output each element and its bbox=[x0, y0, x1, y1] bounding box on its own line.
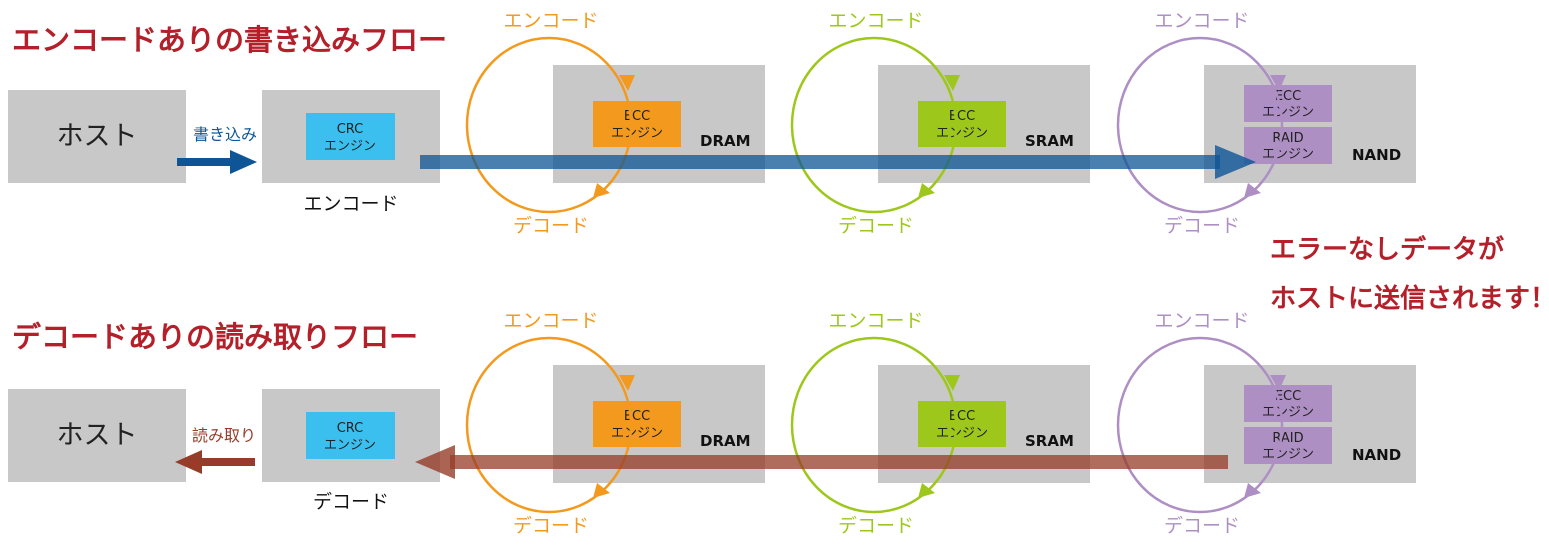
crc-engine bbox=[306, 113, 395, 160]
crc-caption: エンコード bbox=[303, 193, 398, 215]
crc-engine-label: CRC bbox=[337, 421, 364, 436]
host-box bbox=[8, 90, 186, 183]
read-flow: デコードありの読み取りフロー ホスト 読み取り CRC エンジン デコード bbox=[8, 320, 440, 513]
memory-label: SRAM bbox=[1025, 132, 1074, 150]
decode-label: デコード bbox=[1164, 515, 1240, 537]
ecc-engine bbox=[918, 101, 1006, 147]
write-arrow bbox=[177, 150, 257, 174]
engine-label: ECC bbox=[624, 409, 650, 424]
raid-engine bbox=[1244, 127, 1332, 164]
host-label: ホスト bbox=[57, 420, 138, 451]
write-main-arrow bbox=[420, 145, 1256, 179]
encode-label: エンコード bbox=[1154, 310, 1249, 332]
engine-label: ECC bbox=[949, 409, 975, 424]
engine-label: エンジン bbox=[1262, 147, 1314, 162]
write-flow-title: エンコードありの書き込みフロー bbox=[12, 23, 447, 57]
engine-label: ECC bbox=[624, 109, 650, 124]
decode-arrowhead-icon bbox=[1244, 183, 1261, 198]
encode-label: エンコード bbox=[503, 310, 598, 332]
read-stages: DRAMECCエンジンエンコードデコードSRAMECCエンジンエンコードデコード… bbox=[465, 310, 1416, 537]
ecc-cycle-circle bbox=[465, 36, 633, 214]
encode-label: エンコード bbox=[1154, 10, 1249, 32]
crc-engine-label: CRC bbox=[337, 122, 364, 137]
memory-label: DRAM bbox=[700, 132, 751, 150]
ecc-engine bbox=[918, 401, 1006, 447]
decode-label: デコード bbox=[513, 215, 589, 237]
memory-label: SRAM bbox=[1025, 432, 1074, 450]
memory-label: NAND bbox=[1352, 146, 1401, 164]
engine-label: ECC bbox=[949, 109, 975, 124]
host-box bbox=[8, 389, 186, 482]
memory-label: NAND bbox=[1352, 446, 1401, 464]
decode-arrowhead-icon bbox=[1244, 483, 1261, 498]
encode-arrowhead-icon bbox=[1270, 375, 1286, 391]
decode-arrowhead-icon bbox=[593, 483, 610, 498]
read-main-arrow bbox=[415, 445, 1228, 479]
read-flow-title: デコードありの読み取りフロー bbox=[12, 320, 418, 354]
engine-label: エンジン bbox=[1262, 405, 1314, 420]
encode-label: エンコード bbox=[503, 10, 598, 32]
write-stages: DRAMECCエンジンエンコードデコードSRAMECCエンジンエンコードデコード… bbox=[465, 10, 1416, 237]
encode-arrowhead-icon bbox=[619, 75, 635, 91]
engine-label: エンジン bbox=[611, 426, 663, 441]
memory-label: DRAM bbox=[700, 432, 751, 450]
write-arrow-label: 書き込み bbox=[193, 125, 257, 144]
decode-arrowhead-icon bbox=[918, 483, 935, 498]
ecc-cycle-circle bbox=[1116, 36, 1284, 214]
engine-label: ECC bbox=[1275, 89, 1301, 104]
engine-label: エンジン bbox=[936, 426, 988, 441]
encode-label: エンコード bbox=[828, 10, 923, 32]
crc-engine-label: エンジン bbox=[324, 438, 376, 453]
engine-label: エンジン bbox=[1262, 447, 1314, 462]
ecc-engine bbox=[593, 401, 681, 447]
decode-arrowhead-icon bbox=[918, 183, 935, 198]
crc-engine-label: エンジン bbox=[324, 139, 376, 154]
ecc-engine bbox=[1244, 85, 1332, 122]
ecc-cycle-circle bbox=[790, 336, 958, 514]
ecc-cycle-circle bbox=[465, 336, 633, 514]
decode-arrowhead-icon bbox=[593, 183, 610, 198]
encode-arrowhead-icon bbox=[1270, 75, 1286, 91]
host-label: ホスト bbox=[57, 121, 138, 152]
engine-label: ECC bbox=[1275, 389, 1301, 404]
write-flow: エンコードありの書き込みフロー ホスト 書き込み CRC エンジン エンコード bbox=[8, 23, 447, 215]
decode-label: デコード bbox=[1164, 215, 1240, 237]
decode-label: デコード bbox=[838, 515, 914, 537]
crc-engine bbox=[306, 412, 395, 459]
ecc-engine bbox=[1244, 385, 1332, 422]
engine-label: エンジン bbox=[936, 126, 988, 141]
encode-arrowhead-icon bbox=[944, 375, 960, 391]
decode-label: デコード bbox=[838, 215, 914, 237]
encode-arrowhead-icon bbox=[944, 75, 960, 91]
engine-label: RAID bbox=[1272, 431, 1303, 446]
callout-line1: エラーなしデータが bbox=[1270, 234, 1504, 265]
engine-label: エンジン bbox=[611, 126, 663, 141]
ecc-cycle-circle bbox=[790, 36, 958, 214]
encode-arrowhead-icon bbox=[619, 375, 635, 391]
encode-label: エンコード bbox=[828, 310, 923, 332]
raid-engine bbox=[1244, 427, 1332, 464]
ecc-engine bbox=[593, 101, 681, 147]
engine-label: RAID bbox=[1272, 131, 1303, 146]
ecc-cycle-circle bbox=[1116, 336, 1284, 514]
read-arrow bbox=[175, 450, 255, 474]
engine-label: エンジン bbox=[1262, 105, 1314, 120]
callout-line2: ホストに送信されます！ bbox=[1270, 284, 1549, 314]
read-arrow-label: 読み取り bbox=[192, 426, 256, 445]
memory-box bbox=[1204, 365, 1416, 483]
crc-caption: デコード bbox=[313, 491, 389, 513]
decode-label: デコード bbox=[513, 515, 589, 537]
